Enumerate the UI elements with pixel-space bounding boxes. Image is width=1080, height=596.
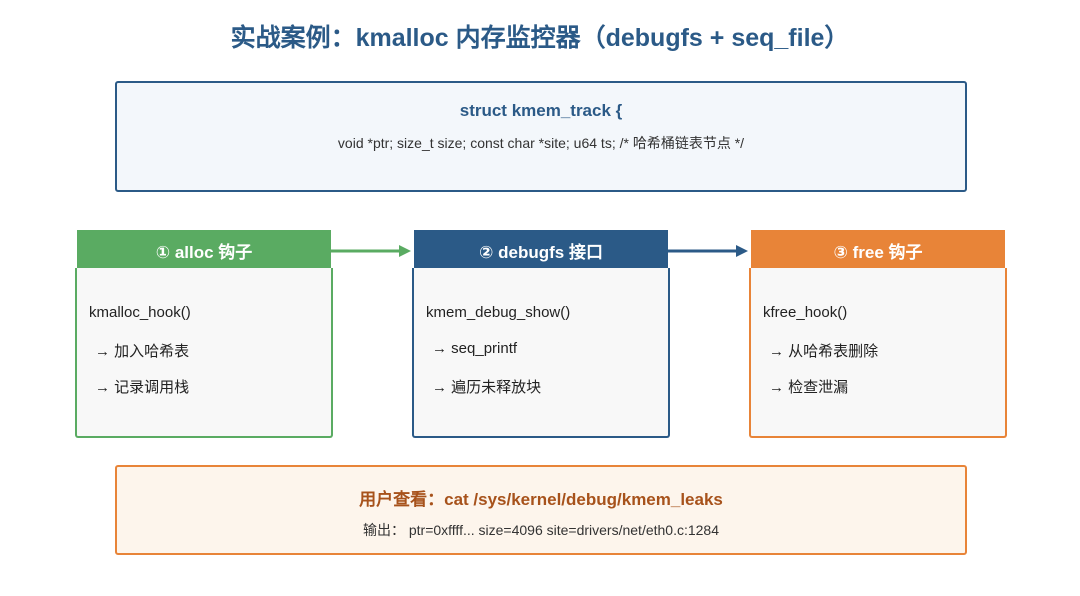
struct-header: struct kmem_track { xyxy=(459,101,623,120)
alloc-hook-line-2: → 加入哈希表 xyxy=(95,343,190,360)
free-hook-line-2: → 从哈希表删除 xyxy=(769,343,879,360)
free-hook-line-1: kfree_hook() xyxy=(763,304,848,321)
debugfs-panel: ② debugfs 接口 kmem_debug_show() → seq_pri… xyxy=(412,230,670,438)
debugfs-title: ② debugfs 接口 xyxy=(414,230,668,270)
arrow-debugfs-to-free xyxy=(668,245,748,257)
debugfs-body: kmem_debug_show() → seq_printf → 遍历未释放块 xyxy=(412,268,670,438)
alloc-hook-panel: ① alloc 钩子 kmalloc_hook() → 加入哈希表 → 记录调用… xyxy=(75,230,333,438)
user-view-header: 用户查看：cat /sys/kernel/debug/kmem_leaks xyxy=(359,490,723,509)
alloc-hook-line-3: → 记录调用栈 xyxy=(95,379,190,396)
struct-fields: void *ptr; size_t size; const char *site… xyxy=(337,135,745,151)
debugfs-line-2: → seq_printf xyxy=(432,340,518,357)
alloc-hook-line-1: kmalloc_hook() xyxy=(89,304,191,321)
debugfs-line-1: kmem_debug_show() xyxy=(426,304,571,321)
arrow-alloc-to-debugfs xyxy=(331,245,411,257)
free-hook-line-3: → 检查泄漏 xyxy=(769,379,849,396)
debugfs-line-3: → 遍历未释放块 xyxy=(432,379,542,396)
page-title: 实战案例：kmalloc 内存监控器（debugfs + seq_file） xyxy=(230,24,850,52)
free-hook-panel: ③ free 钩子 kfree_hook() → 从哈希表删除 → 检查泄漏 xyxy=(749,230,1007,438)
free-hook-body: kfree_hook() → 从哈希表删除 → 检查泄漏 xyxy=(749,268,1007,438)
alloc-hook-title: ① alloc 钩子 xyxy=(77,230,331,270)
user-view-box: 用户查看：cat /sys/kernel/debug/kmem_leaks 输出… xyxy=(115,465,967,555)
struct-definition-box: struct kmem_track { void *ptr; size_t si… xyxy=(115,81,967,192)
alloc-hook-body: kmalloc_hook() → 加入哈希表 → 记录调用栈 xyxy=(75,268,333,438)
user-view-output: 输出： ptr=0xffff... size=4096 site=drivers… xyxy=(362,522,720,538)
free-hook-title: ③ free 钩子 xyxy=(751,230,1005,270)
